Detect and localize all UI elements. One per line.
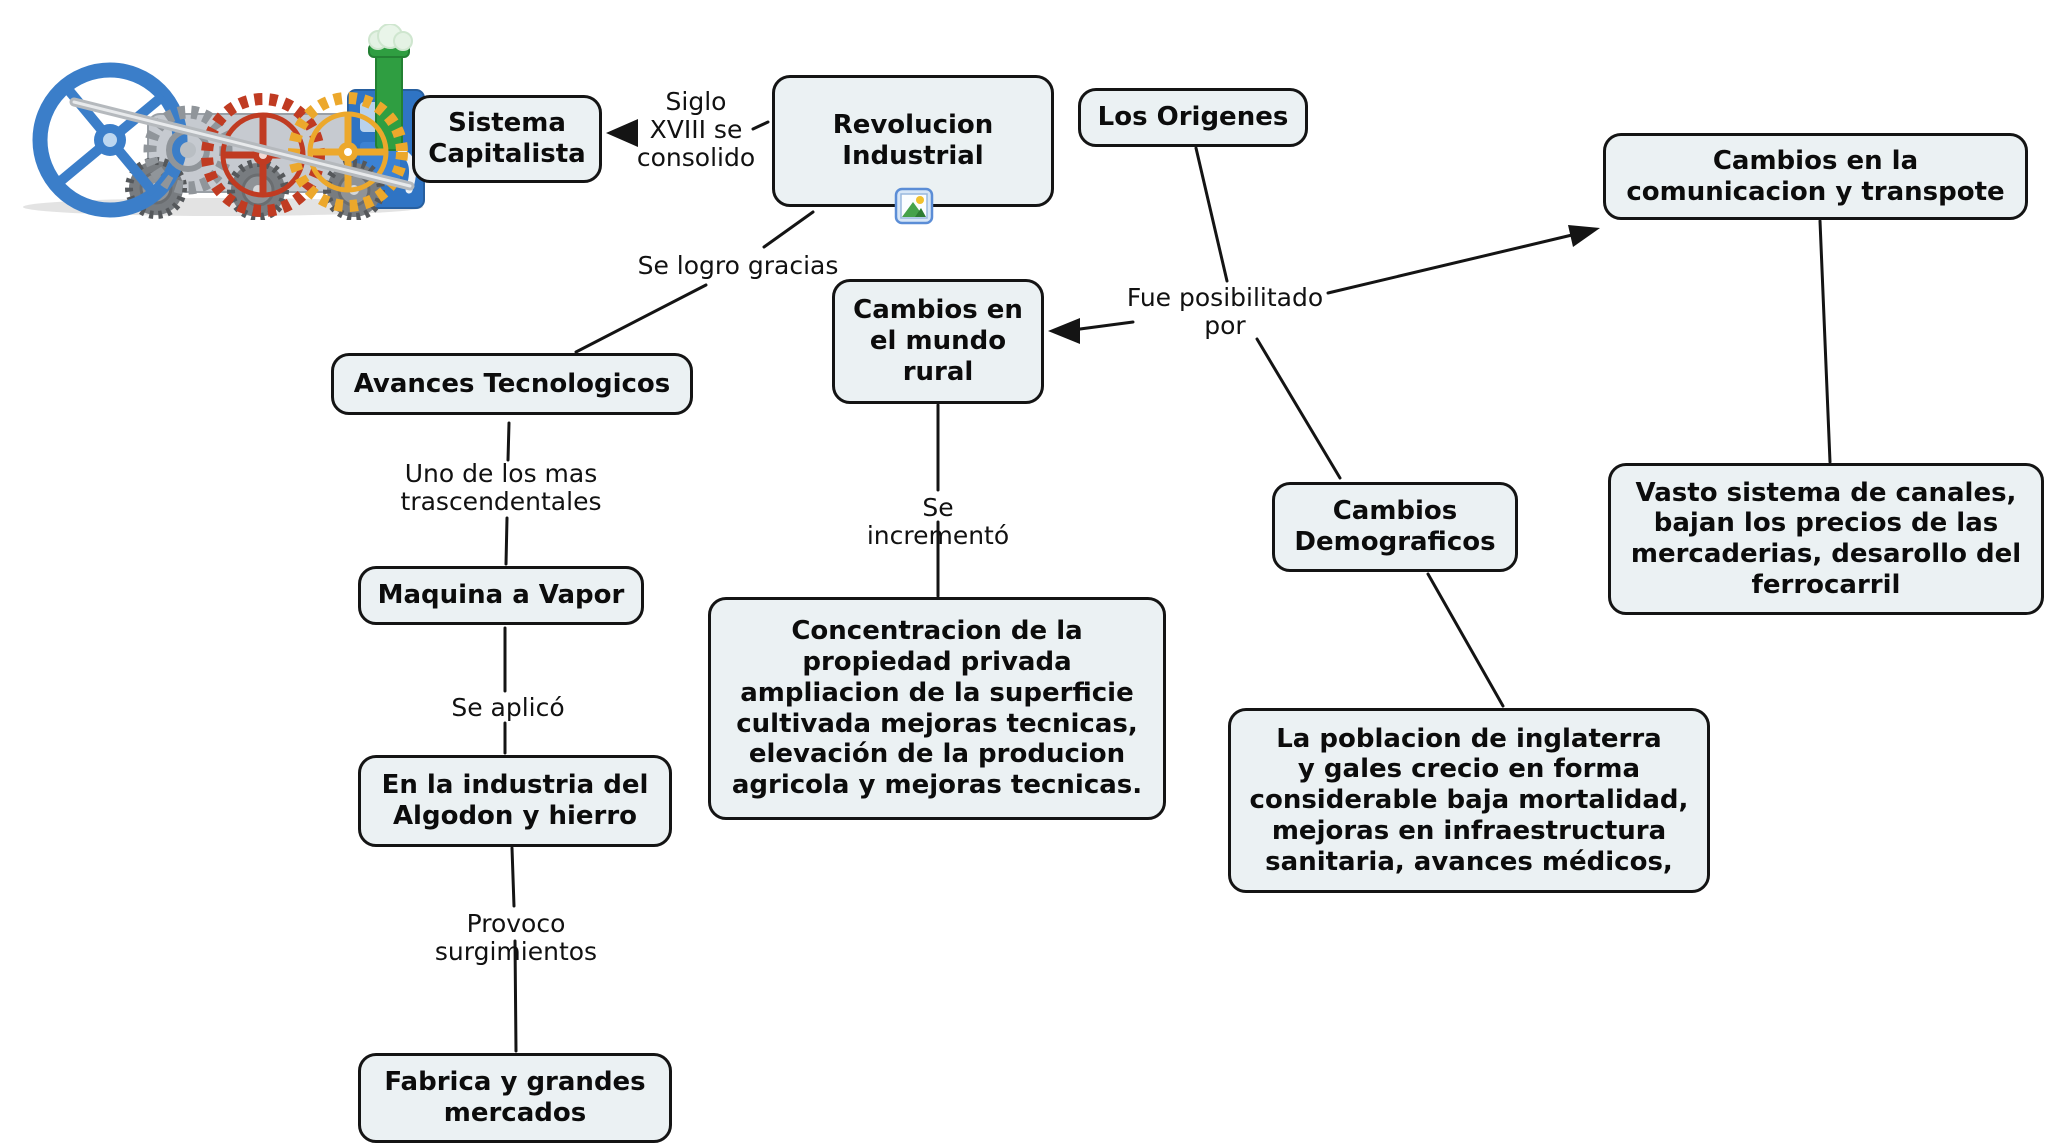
steam-engine-gears-illustration <box>23 24 425 220</box>
picture-icon[interactable] <box>894 187 934 225</box>
node-avances-tecnologicos[interactable]: Avances Tecnologicos <box>331 353 693 415</box>
arrowhead-left-to-sistema <box>606 119 638 147</box>
node-vasto-sistema-canales[interactable]: Vasto sistema de canales, bajan los prec… <box>1608 463 2044 615</box>
node-cambios-mundo-rural[interactable]: Cambios en el mundo rural <box>832 279 1044 404</box>
edge-label-provoco-surgimientos[interactable]: Provoco surgimientos <box>434 909 598 966</box>
node-industria-algodon-hierro[interactable]: En la industria del Algodon y hierro <box>358 755 672 847</box>
node-cambios-demograficos[interactable]: Cambios Demograficos <box>1272 482 1518 572</box>
yellow-gear <box>288 92 408 212</box>
edge-label-fue-posibilitado[interactable]: Fue posibilitado por <box>1126 283 1324 340</box>
node-fabrica-grandes-mercados[interactable]: Fabrica y grandes mercados <box>358 1053 672 1143</box>
edge-label-se-logro-gracias[interactable]: Se logro gracias <box>637 251 839 280</box>
edge-label-siglo-xviii[interactable]: Siglo XVIII se consolido <box>636 87 756 172</box>
arrowhead-left-to-rural <box>1048 318 1080 344</box>
node-cambios-comunicacion[interactable]: Cambios en la comunicacion y transpote <box>1603 133 2028 220</box>
node-sistema-capitalista[interactable]: Sistema Capitalista <box>412 95 602 183</box>
edge-label-se-incremento[interactable]: Se incrementó <box>866 493 1010 550</box>
node-poblacion-inglaterra[interactable]: La poblacion de inglaterra y gales creci… <box>1228 708 1710 893</box>
node-revolucion-industrial[interactable]: Revolucion Industrial <box>772 75 1054 207</box>
edge-label-uno-de-los-mas[interactable]: Uno de los mas trascendentales <box>400 459 602 516</box>
node-maquina-a-vapor[interactable]: Maquina a Vapor <box>358 566 644 625</box>
edge-label-se-aplico[interactable]: Se aplicó <box>451 693 565 722</box>
arrowhead-to-comunicacion <box>1568 225 1600 247</box>
blue-drive-wheel <box>32 62 188 218</box>
node-concentracion-propiedad[interactable]: Concentracion de la propiedad privada am… <box>708 597 1166 820</box>
node-los-origenes[interactable]: Los Origenes <box>1078 88 1308 147</box>
